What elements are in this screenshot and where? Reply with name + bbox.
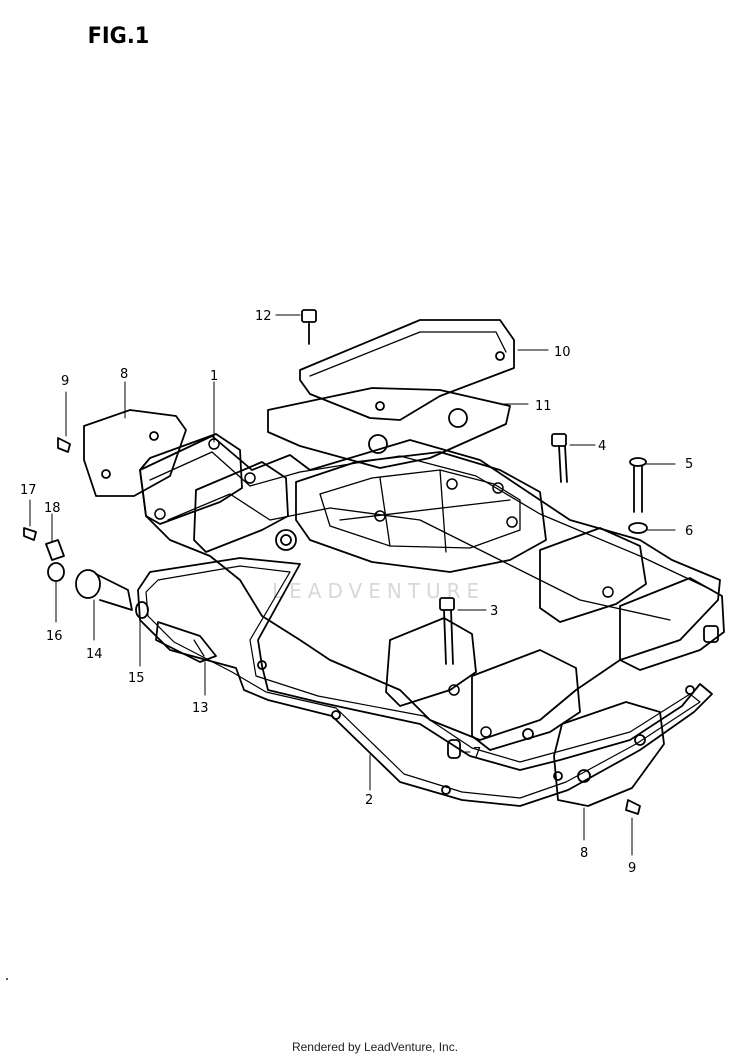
tach-drive-hole-inner <box>280 534 292 546</box>
head-cover-body <box>139 435 721 741</box>
end-cap-right-bolt <box>577 769 591 783</box>
left-cam-hump-2 <box>193 461 289 553</box>
gasket-hole <box>685 685 695 695</box>
breather-cover-hole <box>375 401 385 411</box>
end-cap-right <box>553 701 665 807</box>
gasket-outline <box>137 557 713 807</box>
front-cam-hump <box>385 617 477 707</box>
dowel-7 <box>447 739 461 759</box>
screw-right <box>625 799 641 815</box>
callout-9-right: 9 <box>628 861 636 876</box>
tach-drive-hole <box>275 529 297 551</box>
callout-16: 16 <box>46 629 63 644</box>
front-cam-hump-right <box>471 649 581 751</box>
end-cap-left-bolt <box>101 469 111 479</box>
leader-lines <box>29 314 676 856</box>
callout-5: 5 <box>685 457 693 472</box>
bolt-5 <box>629 457 647 513</box>
center-rib <box>379 477 391 547</box>
oring-15 <box>135 601 149 619</box>
end-cap-left-bolt <box>149 431 159 441</box>
oring-16 <box>47 562 65 582</box>
front-hump-plug <box>522 728 534 740</box>
gasket-hole <box>331 710 341 720</box>
callout-18: 18 <box>44 501 61 516</box>
callout-8-right: 8 <box>580 846 588 861</box>
breather-gasket-hole <box>448 408 468 428</box>
callout-12: 12 <box>255 309 272 324</box>
tach-bushing-14 <box>75 569 133 611</box>
breather-gasket-hole <box>368 434 388 454</box>
footer-credit: Rendered by LeadVenture, Inc. <box>291 1040 459 1054</box>
center-inner <box>319 469 521 549</box>
callout-17: 17 <box>20 483 37 498</box>
callout-11: 11 <box>535 399 552 414</box>
callout-14: 14 <box>86 647 103 662</box>
callout-6: 6 <box>685 524 693 539</box>
bolt-4 <box>551 433 568 483</box>
center-raised-area <box>295 451 547 573</box>
washer-6 <box>628 522 648 534</box>
callout-7: 7 <box>473 746 481 761</box>
callout-1: 1 <box>210 369 218 384</box>
center-rib <box>339 499 511 521</box>
clamp-18 <box>45 539 65 561</box>
right-cam-hump-end <box>619 577 725 671</box>
left-cam-hump <box>139 433 243 525</box>
callout-15: 15 <box>128 671 145 686</box>
breather-cover <box>299 319 515 421</box>
end-cap-left <box>83 409 187 497</box>
breather-cover-edge <box>309 331 507 377</box>
screw-left <box>57 437 71 453</box>
watermark-text: LEADVENTURE <box>272 579 485 603</box>
callout-9-left: 9 <box>61 374 69 389</box>
gasket-hole <box>441 785 451 795</box>
bolt-3 <box>439 597 455 665</box>
callout-4: 4 <box>598 439 606 454</box>
bolt-12 <box>301 309 317 345</box>
breather-cover-hole <box>495 351 505 361</box>
tach-drive-gear-13 <box>155 621 217 663</box>
center-rib <box>439 469 447 553</box>
end-cap-right-bolt <box>634 734 646 746</box>
right-end-tab <box>703 625 719 643</box>
callout-3: 3 <box>490 604 498 619</box>
callout-13: 13 <box>192 701 209 716</box>
callout-2: 2 <box>365 793 373 808</box>
stray-dot <box>6 978 8 980</box>
right-cam-hump <box>539 527 647 623</box>
bolt-17 <box>23 527 37 541</box>
gasket-hole <box>553 771 563 781</box>
gasket-hole <box>257 660 267 670</box>
callout-8-left: 8 <box>120 367 128 382</box>
bolt-bosses <box>154 438 614 738</box>
breather-gasket <box>267 387 511 469</box>
callout-10: 10 <box>554 345 571 360</box>
figure-title: FIG.1 <box>87 24 150 49</box>
gasket-inner <box>145 565 701 799</box>
